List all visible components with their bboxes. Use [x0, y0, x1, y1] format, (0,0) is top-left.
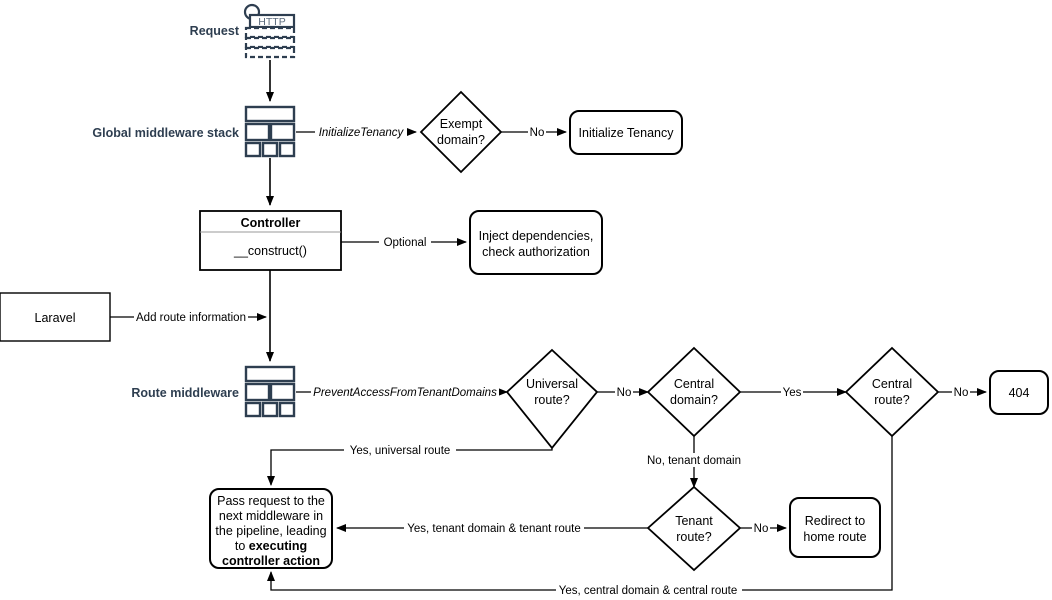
node-404-label: 404: [1009, 386, 1030, 400]
node-central-route[interactable]: Central route?: [844, 346, 940, 438]
side-label-route-middleware: Route middleware: [131, 386, 239, 400]
node-inject-dependencies-line1: Inject dependencies,: [479, 229, 594, 243]
edge-label-bg-universal-yes: [344, 443, 456, 457]
edge-label-initialize-tenancy: InitializeTenancy: [319, 127, 405, 139]
side-label-global-middleware-stack: Global middleware stack: [92, 126, 239, 140]
node-exempt-domain[interactable]: Exempt domain?: [419, 90, 503, 174]
node-controller[interactable]: Controller __construct(): [199, 210, 342, 271]
edge-label-controller-optional: Optional: [384, 237, 427, 249]
edge-label-tenant-route-yes: Yes, tenant domain & tenant route: [407, 523, 580, 535]
node-pass-request-line3: the pipeline, leading: [215, 524, 326, 538]
edge-label-bg-central-domain-yes: [781, 385, 803, 399]
node-central-route-line1: Central: [872, 377, 912, 391]
edge-label-universal-route-yes: Yes, universal route: [350, 445, 451, 457]
edge-label-central-domain-yes: Yes: [783, 387, 802, 399]
edge-label-central-route-yes: Yes, central domain & central route: [559, 585, 738, 597]
edge-label-prevent-access: PreventAccessFromTenantDomains: [313, 387, 497, 399]
node-exempt-domain-line1: Exempt: [440, 117, 483, 131]
node-pass-request-line5: controller action: [222, 554, 320, 568]
route-middleware-stack-icon: [244, 365, 296, 418]
node-tenant-route[interactable]: Tenant route?: [646, 485, 742, 572]
node-central-domain-line2: domain?: [670, 393, 718, 407]
edge-label-bg-tenant-route-yes: [404, 521, 584, 535]
edge-label-bg-optional: [379, 235, 431, 249]
node-controller-body: __construct(): [233, 244, 307, 258]
edge-label-bg-tenant-route-no: [752, 521, 770, 535]
node-universal-route[interactable]: Universal route?: [505, 348, 599, 450]
edge-label-tenant-route-no: No: [754, 523, 769, 535]
node-initialize-tenancy-label: Initialize Tenancy: [579, 126, 675, 140]
node-tenant-route-line2: route?: [676, 530, 711, 544]
node-tenant-route-line1: Tenant: [675, 514, 713, 528]
node-inject-dependencies[interactable]: Inject dependencies, check authorization: [469, 210, 603, 275]
node-redirect-home-line2: home route: [803, 530, 866, 544]
node-central-domain[interactable]: Central domain?: [646, 346, 742, 438]
node-redirect-home[interactable]: Redirect to home route: [789, 497, 881, 558]
edge-label-bg-central-route-no: [952, 385, 970, 399]
edge-label-universal-route-no: No: [617, 387, 632, 399]
http-request-icon: HTTP: [243, 3, 296, 59]
edge-label-add-route-information: Add route information: [136, 312, 246, 324]
edge-label-bg-prevent-access: [311, 385, 499, 399]
node-exempt-domain-line2: domain?: [437, 133, 485, 147]
edge-label-bg-central-domain-no: [640, 453, 748, 467]
node-universal-route-line2: route?: [534, 393, 569, 407]
edge-label-exempt-domain-no: No: [530, 127, 545, 139]
node-pass-request[interactable]: Pass request to the next middleware in t…: [209, 488, 333, 569]
side-label-request: Request: [190, 24, 240, 38]
node-laravel[interactable]: Laravel: [0, 292, 111, 342]
node-pass-request-line4-bold: executing: [249, 539, 307, 553]
edge-label-bg-universal-no: [615, 385, 633, 399]
edge-label-bg-exempt-no: [528, 125, 546, 139]
edge-label-bg-initialize-tenancy: [315, 125, 407, 139]
node-laravel-label: Laravel: [35, 311, 76, 325]
node-redirect-home-line1: Redirect to: [805, 514, 865, 528]
edge-label-central-route-no: No: [954, 387, 969, 399]
node-pass-request-line4-prefix: to: [235, 539, 249, 553]
node-central-route-line2: route?: [874, 393, 909, 407]
global-middleware-stack-icon: [244, 105, 296, 158]
node-inject-dependencies-line2: check authorization: [482, 245, 590, 259]
node-pass-request-line2: next middleware in: [219, 509, 323, 523]
node-initialize-tenancy[interactable]: Initialize Tenancy: [569, 110, 683, 155]
node-pass-request-line1: Pass request to the: [217, 494, 325, 508]
edge-label-central-domain-no: No, tenant domain: [647, 455, 741, 467]
edge-label-bg-central-route-yes: [556, 583, 742, 597]
http-icon-label: HTTP: [258, 16, 285, 28]
node-pass-request-line4: to executing: [235, 539, 307, 553]
node-universal-route-line1: Universal: [526, 377, 578, 391]
node-controller-header: Controller: [241, 216, 301, 230]
node-404[interactable]: 404: [989, 370, 1049, 415]
node-central-domain-line1: Central: [674, 377, 714, 391]
edge-label-bg-add-route: [134, 310, 248, 324]
